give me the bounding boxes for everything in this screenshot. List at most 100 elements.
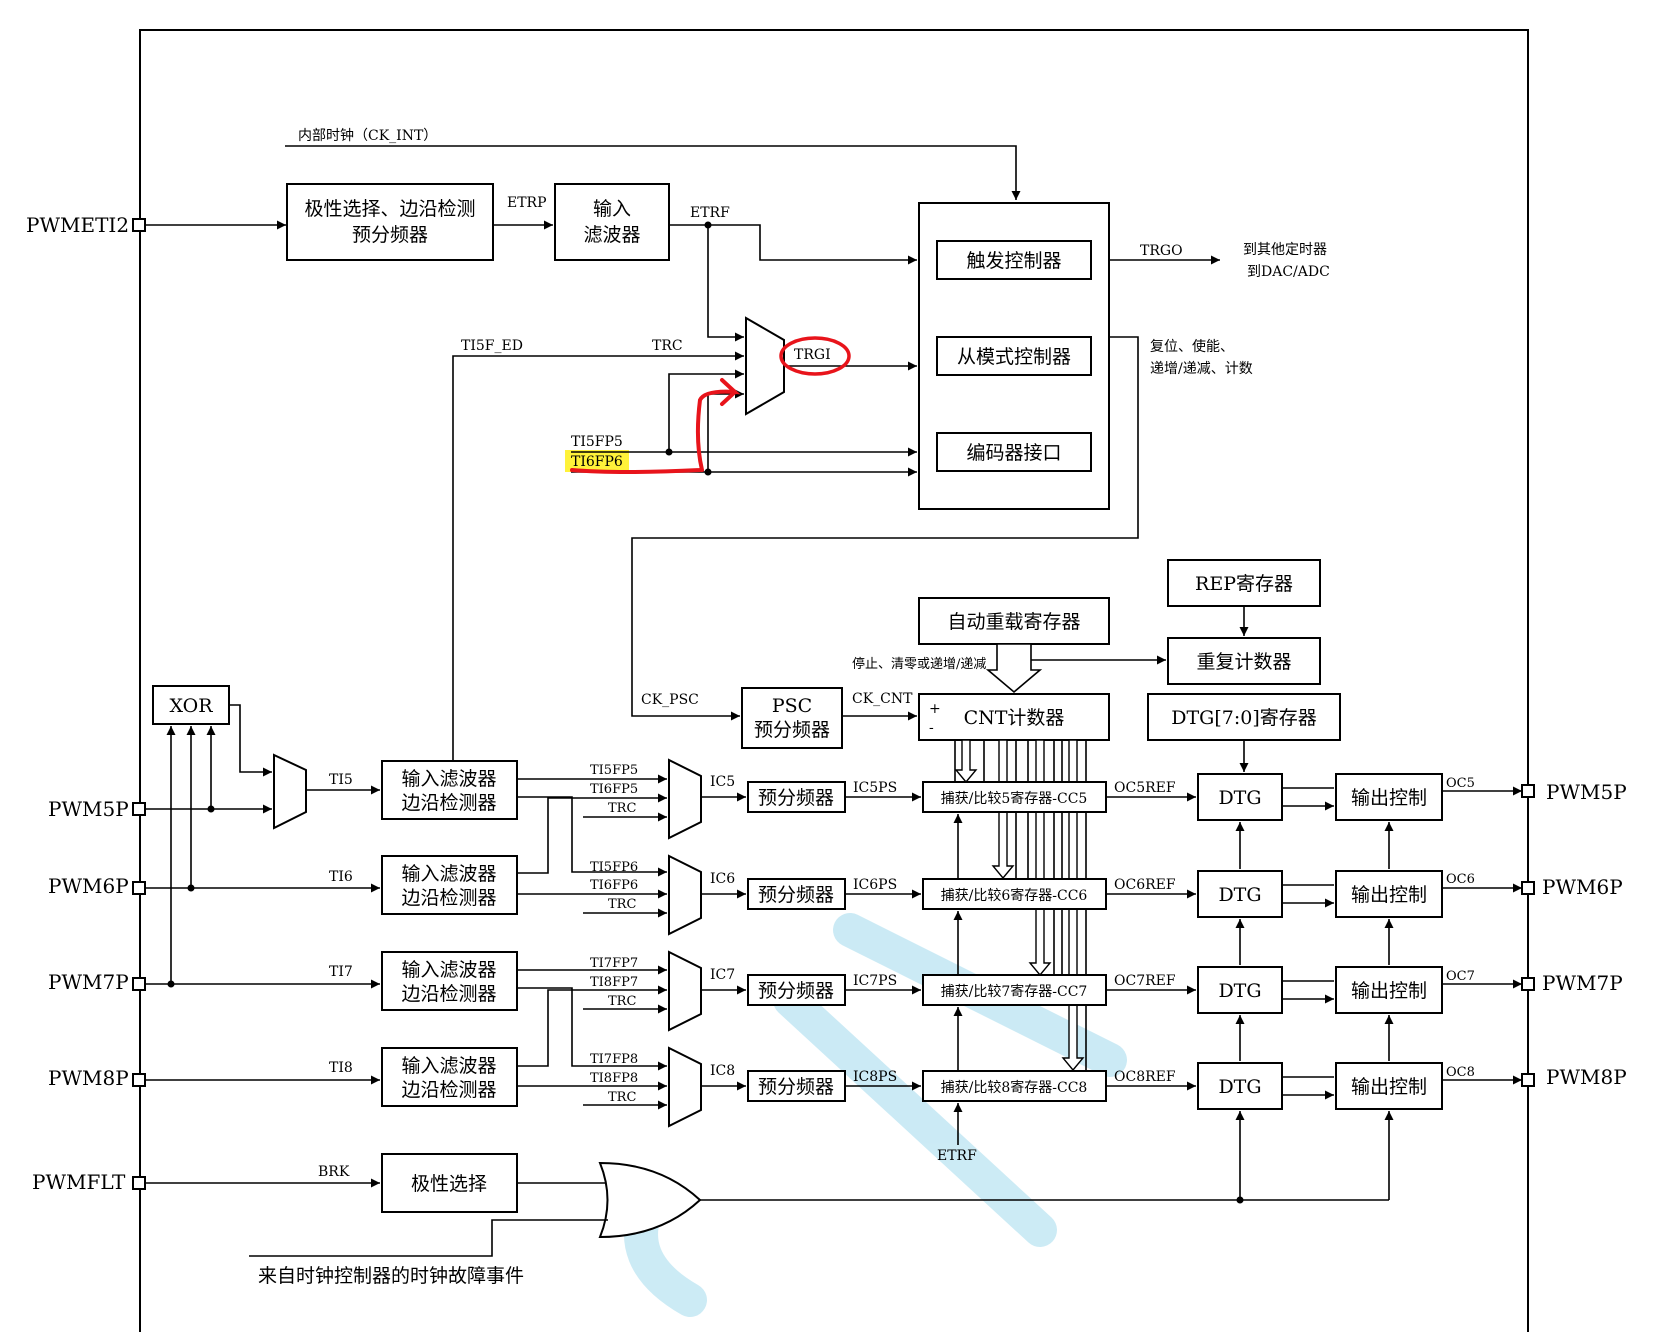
polarity-select-label: 极性选择 [411,1173,487,1195]
ch7-in1-label: TI7FP7 [590,956,638,971]
reset-enable-label: 复位、使能、 [1150,338,1234,355]
pwm6p-in-pin [132,881,146,895]
pwm8p-out-pin [1521,1073,1535,1087]
ch8-mux [668,1046,702,1128]
encoder-interface-label: 编码器接口 [966,442,1061,464]
cc6-register-block [922,878,1107,910]
cnt-counter-block [918,693,1110,741]
ti5fp5-to-mux-wire [668,369,744,452]
ch7-in2-wire [517,985,667,1067]
trgi-label: TRGI [794,347,831,363]
etrp-label: ETRP [507,195,547,211]
ch8-in1-label: TI7FP8 [590,1052,638,1067]
ti5-mux [273,753,307,830]
oc5ref-label: OC5REF [1114,780,1176,796]
ch7-filter-edge-block [381,951,518,1011]
repetition-counter-label: 重复计数器 [1196,651,1291,673]
ti6fp6-label: TI6FP6 [571,454,623,470]
oc8-label: OC8 [1446,1065,1475,1080]
oc7-label: OC7 [1446,969,1475,984]
ch7-trc-label: TRC [608,994,636,1009]
oc6-output-control-block [1335,870,1443,918]
clock-fault-label: 来自时钟控制器的时钟故障事件 [258,1265,524,1287]
input-filter-label-1: 输入 [593,198,631,220]
to-dac-adc-label: 到DAC/ADC [1247,264,1330,280]
ti5fp5-label: TI5FP5 [571,434,623,450]
ch8-in1-wire [517,987,667,1071]
clock-fault-wire [249,1219,608,1257]
oc6ref-label: OC6REF [1114,877,1176,893]
oc5-label: OC5 [1446,776,1475,791]
ch8-in2-label: TI8FP8 [590,1071,638,1086]
ch7-in2-label: TI8FP7 [590,975,638,990]
ch7-filter-label: 输入滤波器 [401,959,496,981]
etrf-bottom-label: ETRF [937,1148,977,1164]
psc-block [741,687,843,749]
cc5-register-block [922,781,1107,813]
ch5-filter-label: 输入滤波器 [401,768,496,790]
ic7-label: IC7 [710,967,735,983]
trc-top-label: TRC [652,338,683,354]
trgi-annotation-circle [779,336,851,376]
input-filter-label-2: 滤波器 [583,224,640,246]
etrf-wire [669,224,917,265]
trgo-label: TRGO [1140,243,1183,259]
ti5f-ed-wire [452,351,744,780]
ic6ps-label: IC6PS [853,877,897,893]
encoder-interface-block [936,432,1092,472]
auto-reload-register-label: 自动重载寄存器 [947,611,1080,633]
pwm6p-in-label: PWM6P [48,874,129,898]
ch5-mux [668,758,702,840]
oc7-output-control-label: 输出控制 [1351,980,1427,1002]
cc6-register-label: 捕获/比较6寄存器-CC6 [941,887,1088,904]
dtg6-block [1197,870,1283,918]
xor-out-wire [229,704,272,777]
dtg-output-links [1282,787,1334,1095]
ch7-mux [668,950,702,1032]
etrf-label: ETRF [690,205,730,221]
ck-psc-wire [631,336,1139,721]
junction-dot [187,884,195,892]
pwmeti2-pin [132,218,146,232]
ch7-edge-label: 边沿检测器 [401,983,496,1005]
ti8-label: TI8 [329,1060,353,1076]
etrf-to-mux-wire [707,225,744,342]
ch8-filter-edge-block [381,1047,518,1107]
ch5-in2-label: TI6FP5 [590,782,638,797]
input-filter-block [554,183,670,261]
timer-boundary [139,29,1529,1332]
ch5-edge-label: 边沿检测器 [401,792,496,814]
pwm6p-out-label: PWM6P [1542,875,1623,899]
pwm5p-in-label: PWM5P [48,797,129,821]
psc-label-1: PSC [772,695,812,717]
oc7ref-label: OC7REF [1114,973,1176,989]
trigger-controller-label: 触发控制器 [966,250,1061,272]
ch8-prescaler-label: 预分频器 [758,1076,834,1098]
ic5ps-label: IC5PS [853,780,897,796]
pwmflt-label: PWMFLT [32,1170,126,1194]
dtg5-block [1197,773,1283,821]
oc8-output-control-label: 输出控制 [1351,1076,1427,1098]
brk-label: BRK [318,1164,350,1180]
dtg-register-block [1147,693,1341,741]
ti6-label: TI6 [329,869,353,885]
ch6-in2-label: TI6FP6 [590,878,638,893]
ch7-prescaler-label: 预分频器 [758,980,834,1002]
cc7-register-label: 捕获/比较7寄存器-CC7 [941,983,1088,1000]
pwm5p-in-pin [132,802,146,816]
polarity-edge-label-1: 极性选择、边沿检测 [304,198,475,220]
oc5-output-control-label: 输出控制 [1351,787,1427,809]
auto-reload-register-block [918,597,1110,645]
ck-int-wire [285,145,1021,200]
ch8-filter-label: 输入滤波器 [401,1055,496,1077]
ch8-trc-label: TRC [608,1090,636,1105]
ck-psc-label: CK_PSC [641,692,699,708]
polarity-edge-label-2: 预分频器 [352,224,428,246]
ic8-label: IC8 [710,1063,735,1079]
ic8ps-label: IC8PS [853,1069,897,1085]
pwmflt-pin [132,1176,146,1190]
ti7-label: TI7 [329,964,353,980]
repetition-counter-block [1167,637,1321,685]
preload-arrow [985,643,1043,694]
